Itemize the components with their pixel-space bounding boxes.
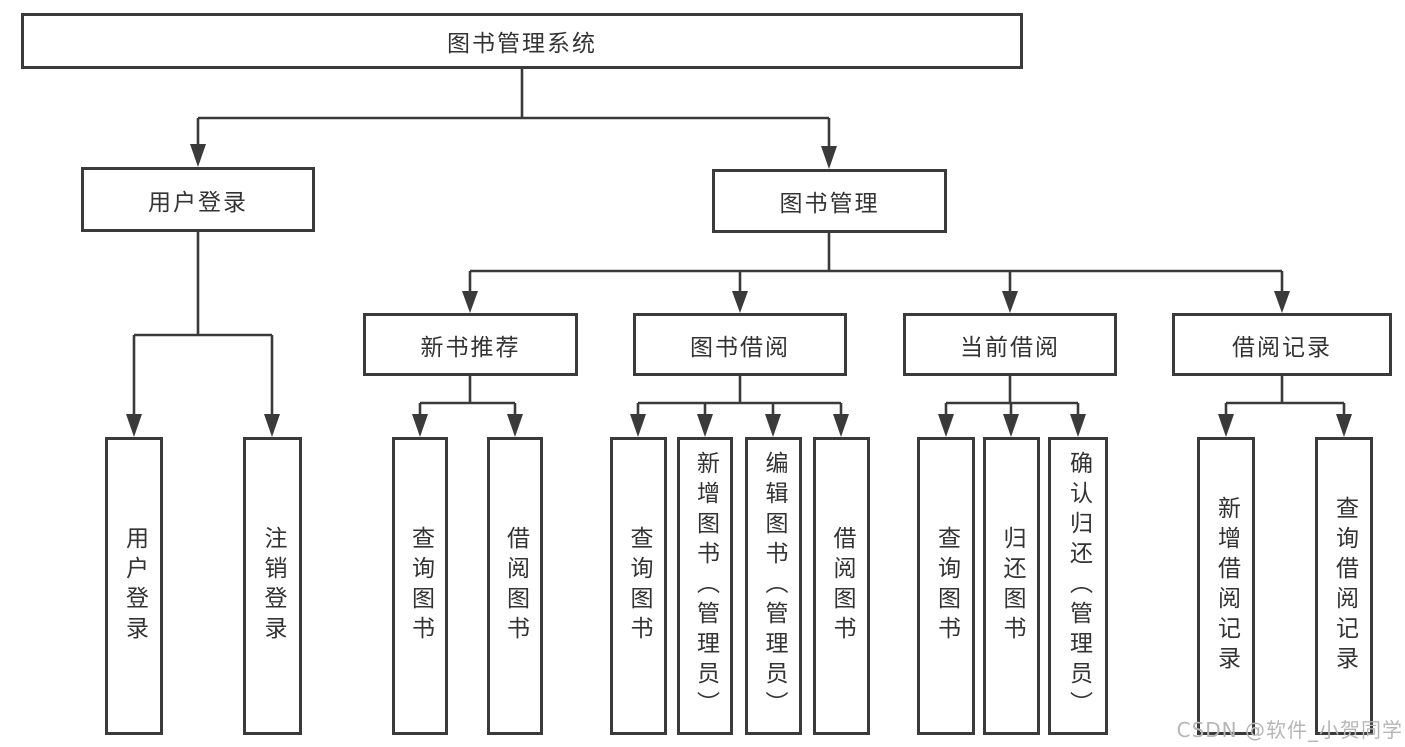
node-library-management-system: 图书管理系统 — [21, 13, 1023, 69]
arrowheads — [126, 144, 1352, 437]
node-edit-book-admin-leaf: 编辑图书（管理员） — [745, 437, 802, 735]
node-return-book-leaf: 归还图书 — [983, 437, 1040, 735]
node-logout-login-leaf: 注销登录 — [243, 437, 302, 735]
node-user-login: 用户登录 — [81, 167, 315, 232]
node-book-borrowing: 图书借阅 — [633, 313, 847, 376]
node-query-books-borrowing-leaf: 查询图书 — [610, 437, 667, 735]
node-confirm-return-admin-leaf: 确认归还（管理员） — [1048, 437, 1108, 735]
node-borrow-books-recommend-leaf: 借阅图书 — [487, 437, 543, 735]
node-query-books-recommend-leaf: 查询图书 — [392, 437, 448, 735]
node-user-login-leaf: 用户登录 — [105, 437, 163, 735]
node-new-book-recommend: 新书推荐 — [363, 313, 578, 376]
node-query-books-current-leaf: 查询图书 — [917, 437, 975, 735]
node-book-management: 图书管理 — [712, 169, 947, 233]
node-add-book-admin-leaf: 新增图书（管理员） — [677, 437, 733, 735]
node-borrowing-records: 借阅记录 — [1172, 313, 1392, 376]
node-add-borrow-record-leaf: 新增借阅记录 — [1197, 437, 1255, 735]
watermark: CSDN @软件_小贺同学 — [1176, 718, 1403, 742]
node-borrow-books-borrowing-leaf: 借阅图书 — [813, 437, 870, 735]
node-current-borrowing: 当前借阅 — [903, 313, 1117, 376]
node-query-borrow-record-leaf: 查询借阅记录 — [1315, 437, 1373, 735]
